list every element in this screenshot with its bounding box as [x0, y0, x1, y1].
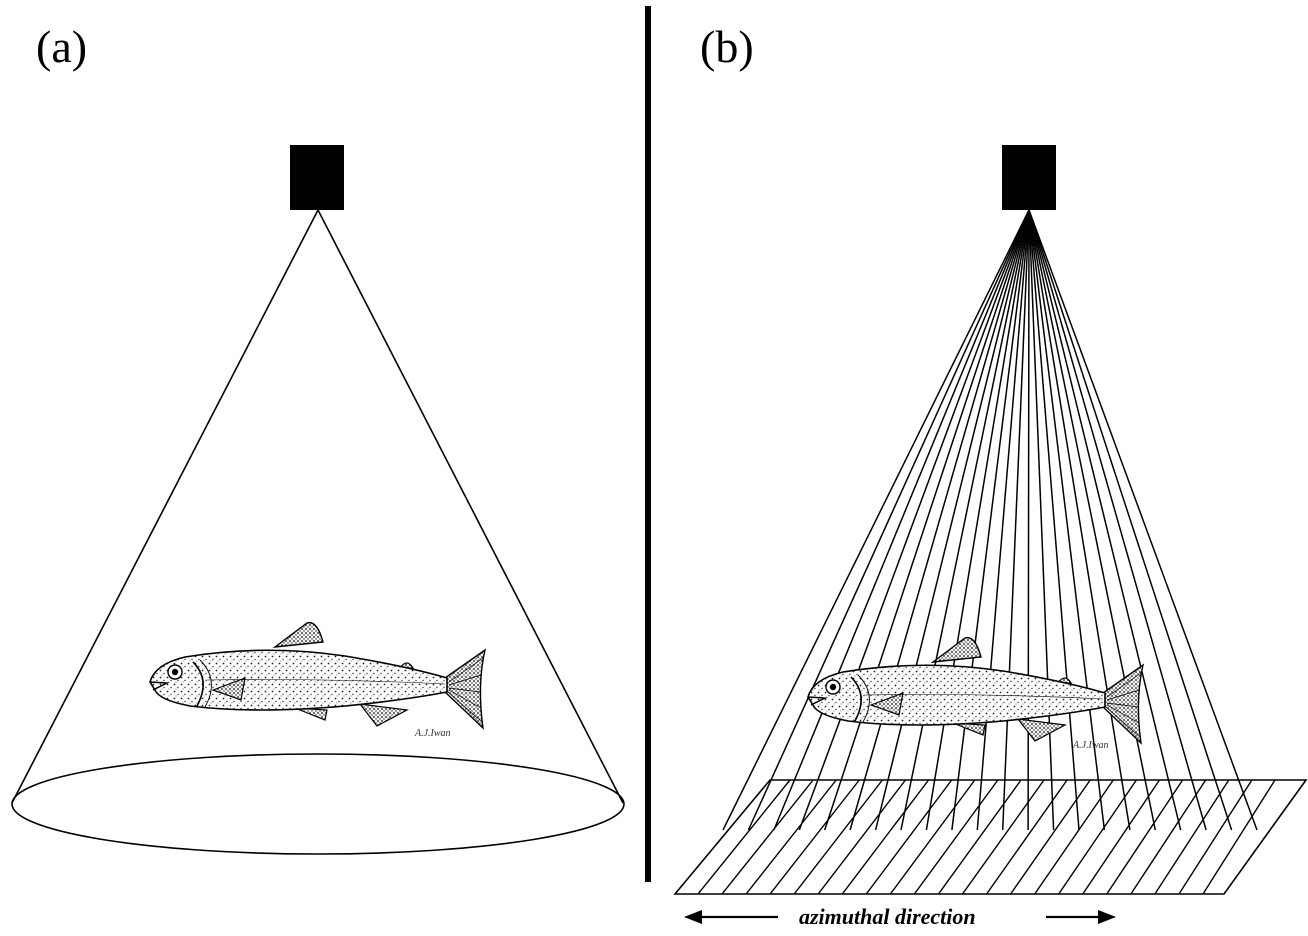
panel-a-label: (a): [36, 21, 87, 72]
sonar-beam-22: [1028, 209, 1258, 831]
footprint-stripe-20: [1154, 779, 1230, 895]
fish-signature-a: A.J.Iwan: [414, 728, 451, 739]
sonar-beam-16: [1028, 209, 1106, 831]
sonar-beam-19: [1028, 209, 1182, 831]
footprint-stripe-21: [1178, 779, 1253, 895]
sonar-beam-3: [773, 209, 1030, 831]
footprint-stripe-9: [889, 779, 976, 895]
footprint-stripe-13: [986, 779, 1068, 895]
fish-illustration-b: A.J.Iwan: [807, 636, 1144, 751]
sonar-beam-13: [1027, 209, 1030, 831]
sonar-beam-9: [925, 209, 1030, 831]
footprint-stripe-10: [913, 779, 999, 895]
footprint-stripe-16: [1058, 779, 1137, 895]
sonar-beam-11: [976, 209, 1030, 831]
sonar-beam-15: [1028, 209, 1080, 831]
footprint-parallelogram: [673, 779, 1308, 895]
sonar-beam-2: [747, 209, 1030, 831]
beam-edge-left: [11, 209, 319, 804]
footprint-stripe-7: [841, 779, 930, 895]
azimuthal-direction-indicator: azimuthal direction: [684, 904, 1116, 929]
beam-footprint-ellipse: [11, 753, 625, 855]
footprint-stripe-11: [937, 779, 1022, 895]
footprint-stripe-8: [865, 779, 953, 895]
footprint-stripe-4: [769, 779, 860, 895]
beam-footprint-grid: [673, 779, 1308, 895]
fish-signature-b: A.J.Iwan: [1072, 740, 1109, 751]
sonar-beam-8: [900, 209, 1030, 831]
panel-divider: [645, 6, 651, 882]
footprint-stripes: [697, 779, 1276, 895]
right-arrow-head: [1098, 910, 1116, 924]
sonar-transducer-a: [290, 145, 344, 210]
footprint-stripe-22: [1202, 779, 1276, 895]
sonar-beam-6: [849, 209, 1030, 831]
footprint-stripe-6: [817, 779, 907, 895]
beam-edge-right: [317, 209, 624, 804]
footprint-stripe-17: [1082, 779, 1161, 895]
footprint-stripe-14: [1010, 779, 1091, 895]
sonar-beam-7: [874, 209, 1030, 831]
panel-b: (b) A.J.Iwan azimuthal direction: [673, 21, 1308, 929]
footprint-stripe-12: [961, 779, 1045, 895]
beam-fan: [722, 209, 1258, 831]
footprint-stripe-15: [1034, 779, 1114, 895]
footprint-stripe-3: [745, 779, 837, 895]
footprint-stripe-19: [1130, 779, 1207, 895]
azimuthal-direction-label: azimuthal direction: [799, 904, 976, 929]
sonar-beam-12: [1001, 209, 1030, 831]
sonar-beam-21: [1028, 209, 1233, 831]
footprint-stripe-1: [697, 779, 791, 895]
footprint-stripe-18: [1106, 779, 1184, 895]
sonar-beam-5: [823, 209, 1030, 831]
fish-illustration-a: A.J.Iwan: [149, 621, 486, 739]
sonar-beam-20: [1028, 209, 1207, 831]
panel-a: (a) A.J.Iwan: [11, 21, 625, 855]
footprint-stripe-5: [793, 779, 883, 895]
panel-b-label: (b): [700, 21, 754, 72]
sonar-transducer-b: [1002, 145, 1056, 210]
sonar-beam-1: [722, 209, 1030, 831]
sonar-beam-17: [1028, 209, 1131, 831]
sonar-beam-4: [798, 209, 1030, 831]
left-arrow-head: [684, 910, 702, 924]
footprint-stripe-2: [721, 779, 814, 895]
